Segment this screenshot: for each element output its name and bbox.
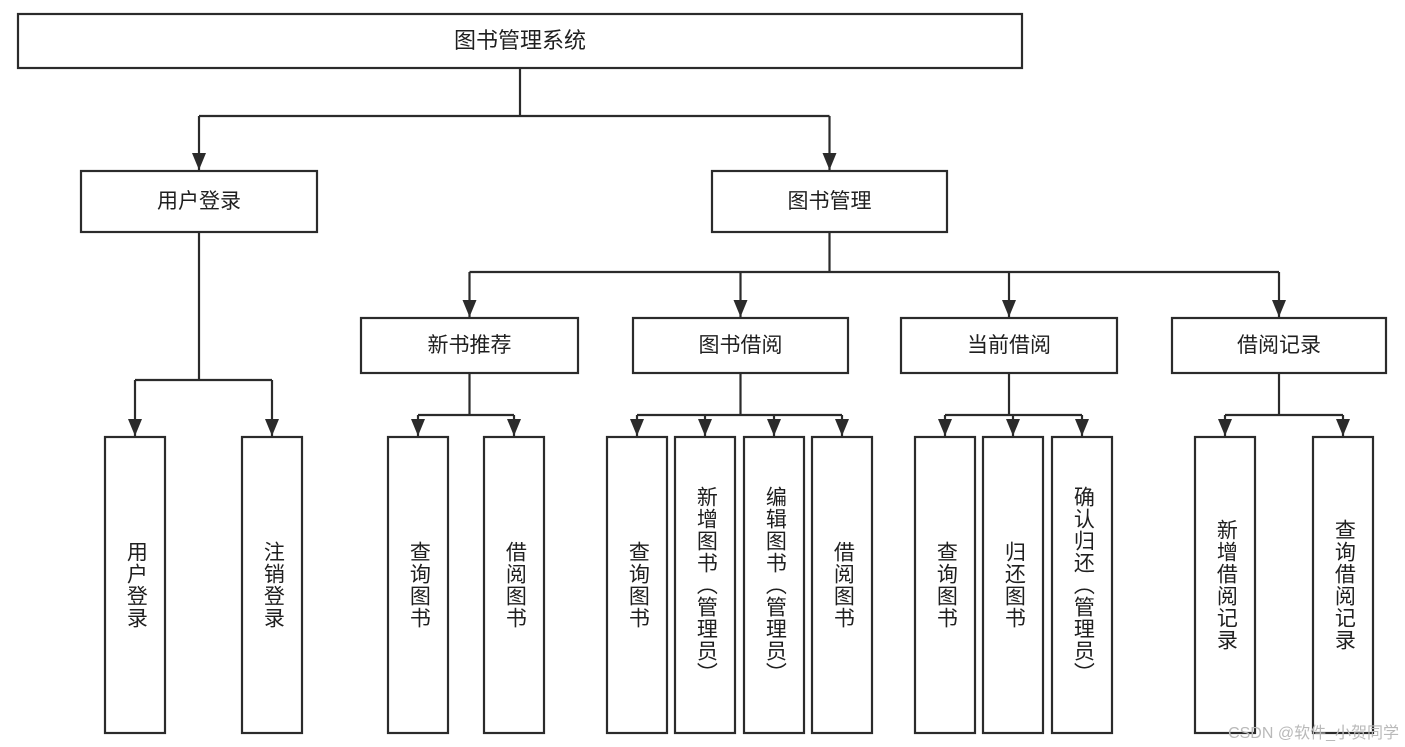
- node-l3-图书借阅-label: 图书借阅: [699, 334, 783, 357]
- node-leaf-1-rect[interactable]: [240, 435, 304, 735]
- node-l3-新书推荐-label: 新书推荐: [428, 334, 512, 357]
- node-leaf-5-rect[interactable]: [673, 435, 737, 735]
- node-leaf-6[interactable]: [742, 435, 806, 735]
- arrowhead-icon: [1002, 300, 1016, 317]
- node-l3-当前借阅[interactable]: [899, 316, 1119, 375]
- csdn-watermark: CSDN @软件_小贺同学: [1228, 725, 1399, 742]
- node-leaf-9[interactable]: [981, 435, 1045, 735]
- node-l2-图书管理-label: 图书管理: [788, 190, 872, 213]
- node-leaf-2-rect[interactable]: [386, 435, 450, 735]
- node-leaf-1[interactable]: [240, 435, 304, 735]
- arrowhead-icon: [1272, 300, 1286, 317]
- node-leaf-11[interactable]: [1193, 435, 1257, 735]
- node-leaf-11-rect[interactable]: [1193, 435, 1257, 735]
- arrowhead-icon: [733, 300, 748, 317]
- arrowhead-icon: [698, 419, 712, 436]
- node-leaf-7[interactable]: [810, 435, 874, 735]
- arrowhead-icon: [1218, 419, 1232, 436]
- node-root-label: 图书管理系统: [454, 28, 586, 53]
- node-leaf-3-rect[interactable]: [482, 435, 546, 735]
- node-l3-图书借阅[interactable]: [631, 316, 850, 375]
- node-leaf-0[interactable]: [103, 435, 167, 735]
- node-l3-当前借阅-rect[interactable]: [899, 316, 1119, 375]
- arrowhead-icon: [507, 419, 521, 436]
- arrowhead-icon: [1075, 419, 1089, 436]
- arrowhead-icon: [411, 419, 425, 436]
- node-leaf-8-rect[interactable]: [913, 435, 977, 735]
- node-leaf-10[interactable]: [1050, 435, 1114, 735]
- node-leaf-4-rect[interactable]: [605, 435, 669, 735]
- arrowhead-icon: [938, 419, 952, 436]
- node-leaf-10-rect[interactable]: [1050, 435, 1114, 735]
- node-leaf-7-rect[interactable]: [810, 435, 874, 735]
- arrowhead-icon: [835, 419, 849, 436]
- node-l3-借阅记录-rect[interactable]: [1170, 316, 1388, 375]
- node-leaf-12-rect[interactable]: [1311, 435, 1375, 735]
- node-l2-图书管理[interactable]: [710, 169, 949, 234]
- arrowhead-icon: [630, 419, 644, 436]
- node-leaf-6-rect[interactable]: [742, 435, 806, 735]
- node-l3-新书推荐-rect[interactable]: [359, 316, 580, 375]
- node-l3-借阅记录-label: 借阅记录: [1237, 334, 1321, 357]
- arrowhead-icon: [128, 419, 142, 436]
- node-leaf-0-rect[interactable]: [103, 435, 167, 735]
- node-leaf-2[interactable]: [386, 435, 450, 735]
- node-leaf-3[interactable]: [482, 435, 546, 735]
- node-leaf-4[interactable]: [605, 435, 669, 735]
- arrowhead-icon: [822, 153, 837, 170]
- node-l3-当前借阅-label: 当前借阅: [967, 334, 1051, 357]
- arrowhead-icon: [1006, 419, 1020, 436]
- node-l3-图书借阅-rect[interactable]: [631, 316, 850, 375]
- node-leaf-8[interactable]: [913, 435, 977, 735]
- arrowhead-icon: [462, 300, 477, 317]
- arrowhead-icon: [767, 419, 781, 436]
- node-l3-借阅记录[interactable]: [1170, 316, 1388, 375]
- arrowhead-icon: [265, 419, 279, 436]
- node-leaf-12[interactable]: [1311, 435, 1375, 735]
- node-l2-图书管理-rect[interactable]: [710, 169, 949, 234]
- node-l3-新书推荐[interactable]: [359, 316, 580, 375]
- node-leaf-5[interactable]: [673, 435, 737, 735]
- node-root[interactable]: [16, 12, 1024, 70]
- arrowhead-icon: [192, 153, 206, 170]
- node-root-rect[interactable]: [16, 12, 1024, 70]
- arrowhead-icon: [1336, 419, 1350, 436]
- node-leaf-9-rect[interactable]: [981, 435, 1045, 735]
- node-l2-用户登录-label: 用户登录: [157, 190, 241, 213]
